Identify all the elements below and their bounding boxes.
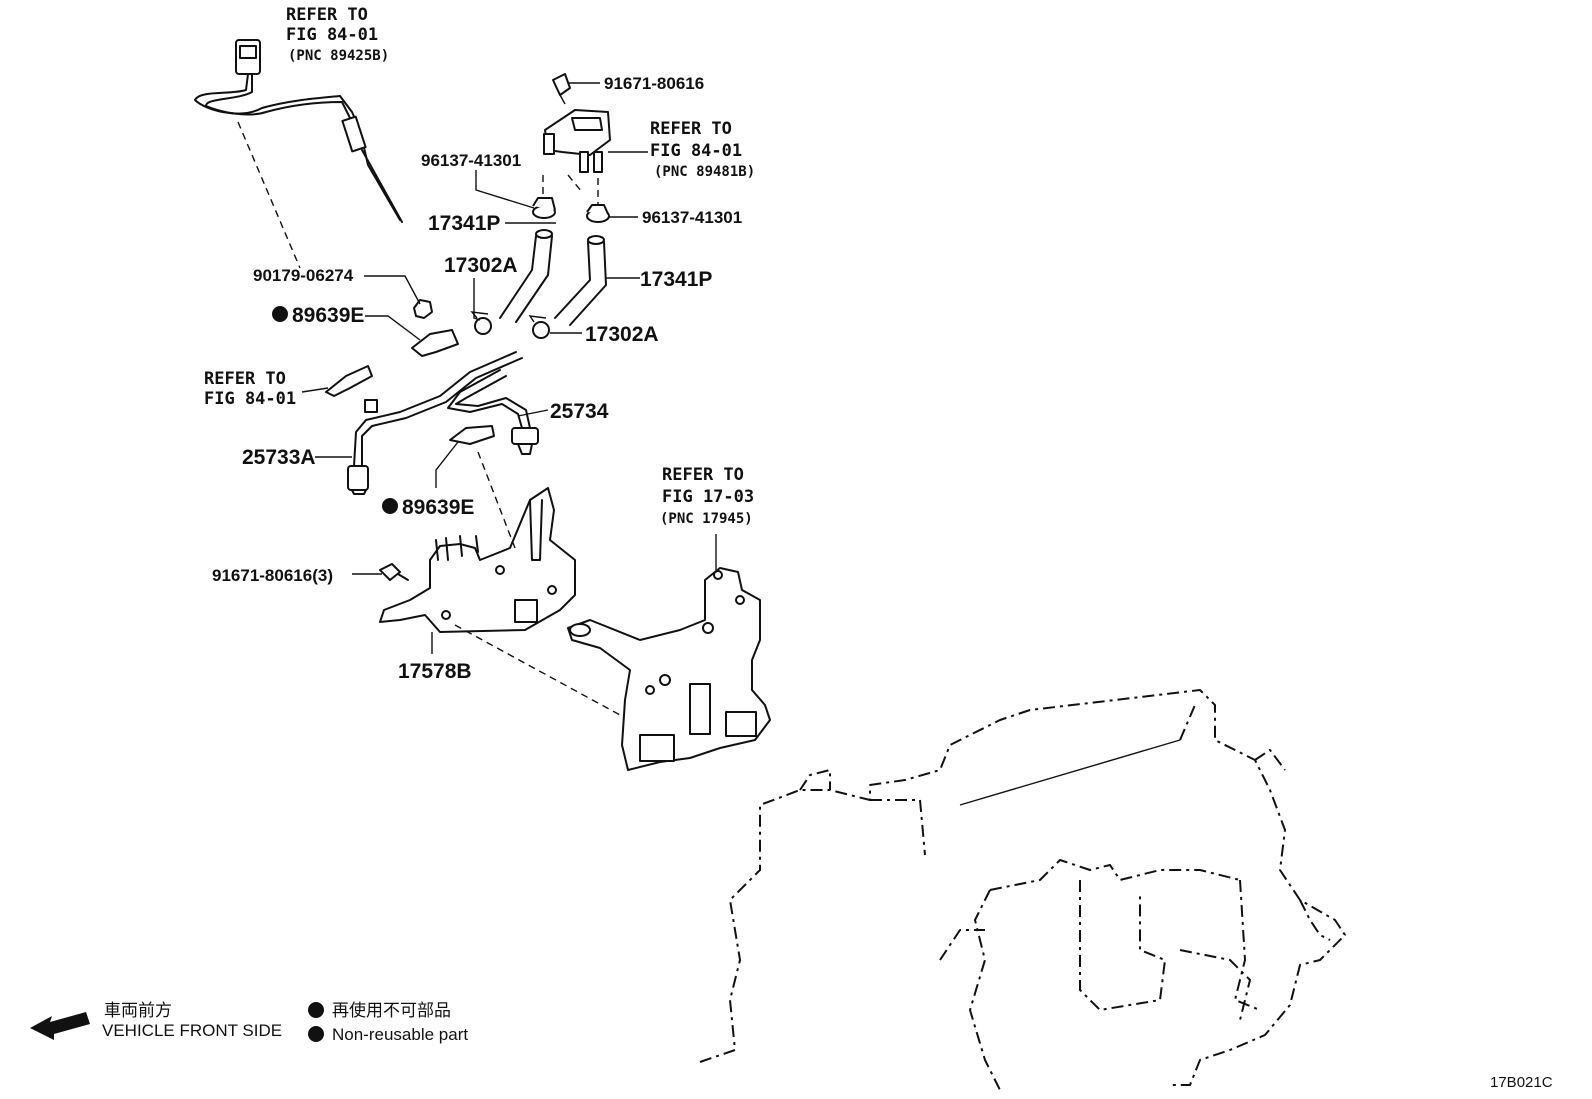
front-direction-arrow-icon <box>30 1012 90 1040</box>
legend-nonreusable-dot-icon <box>308 1026 324 1042</box>
part-label-17341p-a: 17341P <box>428 212 500 235</box>
legend-nonreusable-dot-icon <box>308 1002 324 1018</box>
legend-front-en: VEHICLE FRONT SIDE <box>102 1021 282 1040</box>
reference-fig-84-01: REFER TO FIG 84-01 <box>204 369 296 409</box>
leader-lines <box>301 82 717 654</box>
svg-text:(PNC 89481B): (PNC 89481B) <box>654 164 755 180</box>
engine-bracket <box>567 567 771 771</box>
vacuum-hoses <box>499 229 607 326</box>
legend-nonreusable-jp: 再使用不可部品 <box>332 1000 451 1021</box>
svg-text:REFER TO: REFER TO <box>286 5 368 25</box>
part-label-17302a-b: 17302A <box>585 323 659 346</box>
sensor-bracket <box>379 451 621 716</box>
part-label-91671-80616-qty3: 91671-80616(3) <box>212 566 333 585</box>
nonreusable-marker-b <box>382 498 398 514</box>
svg-text:REFER TO: REFER TO <box>204 369 286 389</box>
nut <box>413 299 433 319</box>
reference-fig-84-01-89481b: REFER TO FIG 84-01 (PNC 89481B) <box>650 119 755 180</box>
pressure-sensor <box>542 73 611 205</box>
legend-front-jp: 車両前方 <box>104 1001 172 1021</box>
legend-nonreusable-en: Non-reusable part <box>332 1025 468 1044</box>
part-label-17578b: 17578B <box>398 660 472 683</box>
part-label-89639e-a: 89639E <box>292 304 364 327</box>
hose-caps <box>532 197 610 223</box>
nonreusable-marker-a <box>272 306 288 322</box>
svg-text:FIG 84-01: FIG 84-01 <box>650 141 742 161</box>
hose-clamps <box>470 311 550 339</box>
vacuum-pipes <box>347 351 539 495</box>
part-label-25734: 25734 <box>550 400 609 423</box>
svg-text:FIG 17-03: FIG 17-03 <box>662 487 754 507</box>
part-label-89639e-b: 89639E <box>402 496 474 519</box>
part-label-96137-41301-b: 96137-41301 <box>642 208 742 227</box>
reference-fig-84-01-89425b: REFER TO FIG 84-01 (PNC 89425B) <box>286 5 389 64</box>
svg-text:FIG 84-01: FIG 84-01 <box>204 389 296 409</box>
engine-outline <box>699 689 1346 1091</box>
part-label-90179-06274: 90179-06274 <box>253 266 354 285</box>
legend: 車両前方 VEHICLE FRONT SIDE 再使用不可部品 Non-reus… <box>30 1000 468 1044</box>
svg-text:(PNC 17945): (PNC 17945) <box>660 511 753 527</box>
part-label-91671-80616: 91671-80616 <box>604 74 704 93</box>
part-label-25733a: 25733A <box>242 446 316 469</box>
svg-text:REFER TO: REFER TO <box>650 119 732 139</box>
figure-code: 17B021C <box>1490 1074 1553 1091</box>
part-label-96137-41301-a: 96137-41301 <box>421 151 521 170</box>
sensor-harness <box>194 39 403 269</box>
bolts <box>379 563 409 581</box>
svg-text:(PNC 89425B): (PNC 89425B) <box>288 48 389 64</box>
svg-text:REFER TO: REFER TO <box>662 465 744 485</box>
svg-text:FIG 84-01: FIG 84-01 <box>286 25 378 45</box>
part-label-17302a-a: 17302A <box>444 254 518 277</box>
reference-fig-17-03-17945: REFER TO FIG 17-03 (PNC 17945) <box>660 465 754 527</box>
pipe-clips <box>325 329 495 445</box>
part-label-17341p-b: 17341P <box>640 268 712 291</box>
